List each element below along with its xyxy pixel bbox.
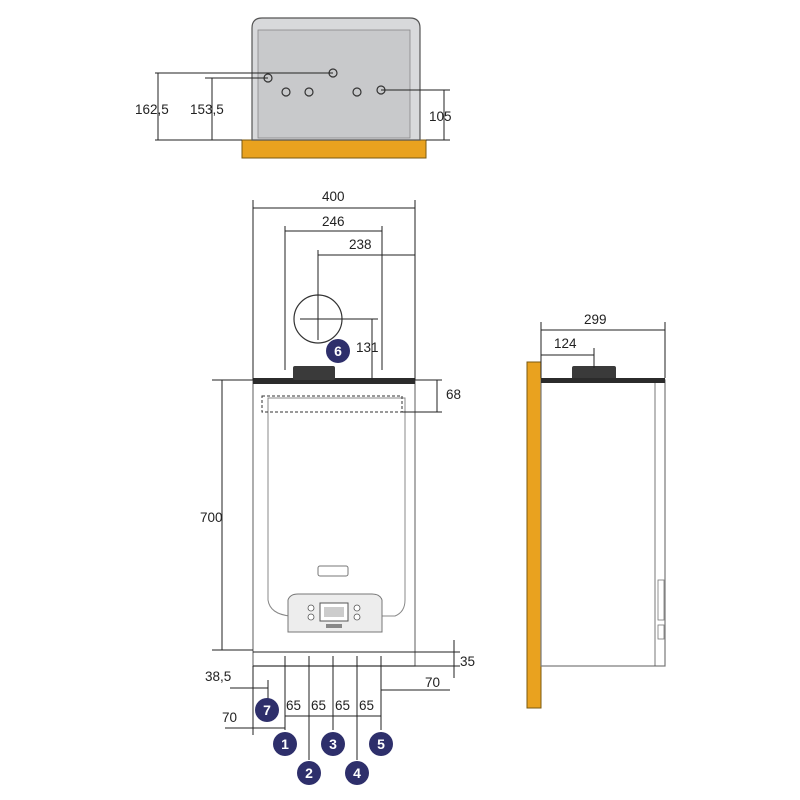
control-button	[307, 604, 315, 612]
badge-7-label: 7	[263, 702, 271, 718]
dim-65: 65	[311, 698, 326, 713]
side-view-wall	[526, 361, 542, 709]
badge-4: 4	[345, 761, 369, 785]
control-button	[353, 613, 361, 621]
dim-70-left: 70	[222, 710, 237, 725]
badge-6: 6	[326, 339, 350, 363]
badge-3: 3	[321, 732, 345, 756]
side-view-top-bar	[541, 378, 665, 383]
dim-38-5: 38,5	[205, 669, 231, 684]
top-view-hole	[352, 87, 362, 97]
dim-65: 65	[335, 698, 350, 713]
top-view-hole	[281, 87, 291, 97]
badge-1-label: 1	[281, 736, 289, 752]
dim-299: 299	[584, 312, 607, 327]
side-view-body	[540, 379, 666, 667]
dim-35: 35	[460, 654, 475, 669]
dim-70-right: 70	[425, 675, 440, 690]
front-view-handle	[317, 565, 349, 577]
top-view: 162,5 153,5 105	[135, 17, 452, 159]
dim-68: 68	[446, 387, 461, 402]
control-button	[307, 613, 315, 621]
badge-5: 5	[369, 732, 393, 756]
dim-162-5: 162,5	[135, 102, 169, 117]
side-view: 299 124	[526, 312, 666, 709]
dim-400: 400	[322, 189, 345, 204]
dim-65: 65	[286, 698, 301, 713]
front-view: 400 246 238 131 68 700 35	[200, 189, 475, 785]
dim-246: 246	[322, 214, 345, 229]
badge-2-label: 2	[305, 765, 313, 781]
dim-105: 105	[429, 109, 452, 124]
front-view-top-bar	[253, 378, 415, 384]
badge-4-label: 4	[353, 765, 361, 781]
badge-6-label: 6	[334, 343, 342, 359]
badge-7: 7	[255, 698, 279, 722]
front-view-panel	[267, 397, 406, 617]
front-view-dashed-bracket	[261, 395, 403, 413]
dim-131: 131	[356, 340, 379, 355]
badge-3-label: 3	[329, 736, 337, 752]
top-view-inner	[257, 29, 411, 139]
top-view-hole	[304, 87, 314, 97]
top-view-wall	[241, 139, 427, 159]
dim-65: 65	[359, 698, 374, 713]
dim-124: 124	[554, 336, 577, 351]
dim-238: 238	[349, 237, 372, 252]
dim-153-5: 153,5	[190, 102, 224, 117]
badge-2: 2	[297, 761, 321, 785]
badge-5-label: 5	[377, 736, 385, 752]
side-view-flue-connector	[572, 366, 616, 380]
control-button	[353, 604, 361, 612]
front-view-flue-connector	[293, 366, 335, 380]
dim-700: 700	[200, 510, 223, 525]
badge-1: 1	[273, 732, 297, 756]
